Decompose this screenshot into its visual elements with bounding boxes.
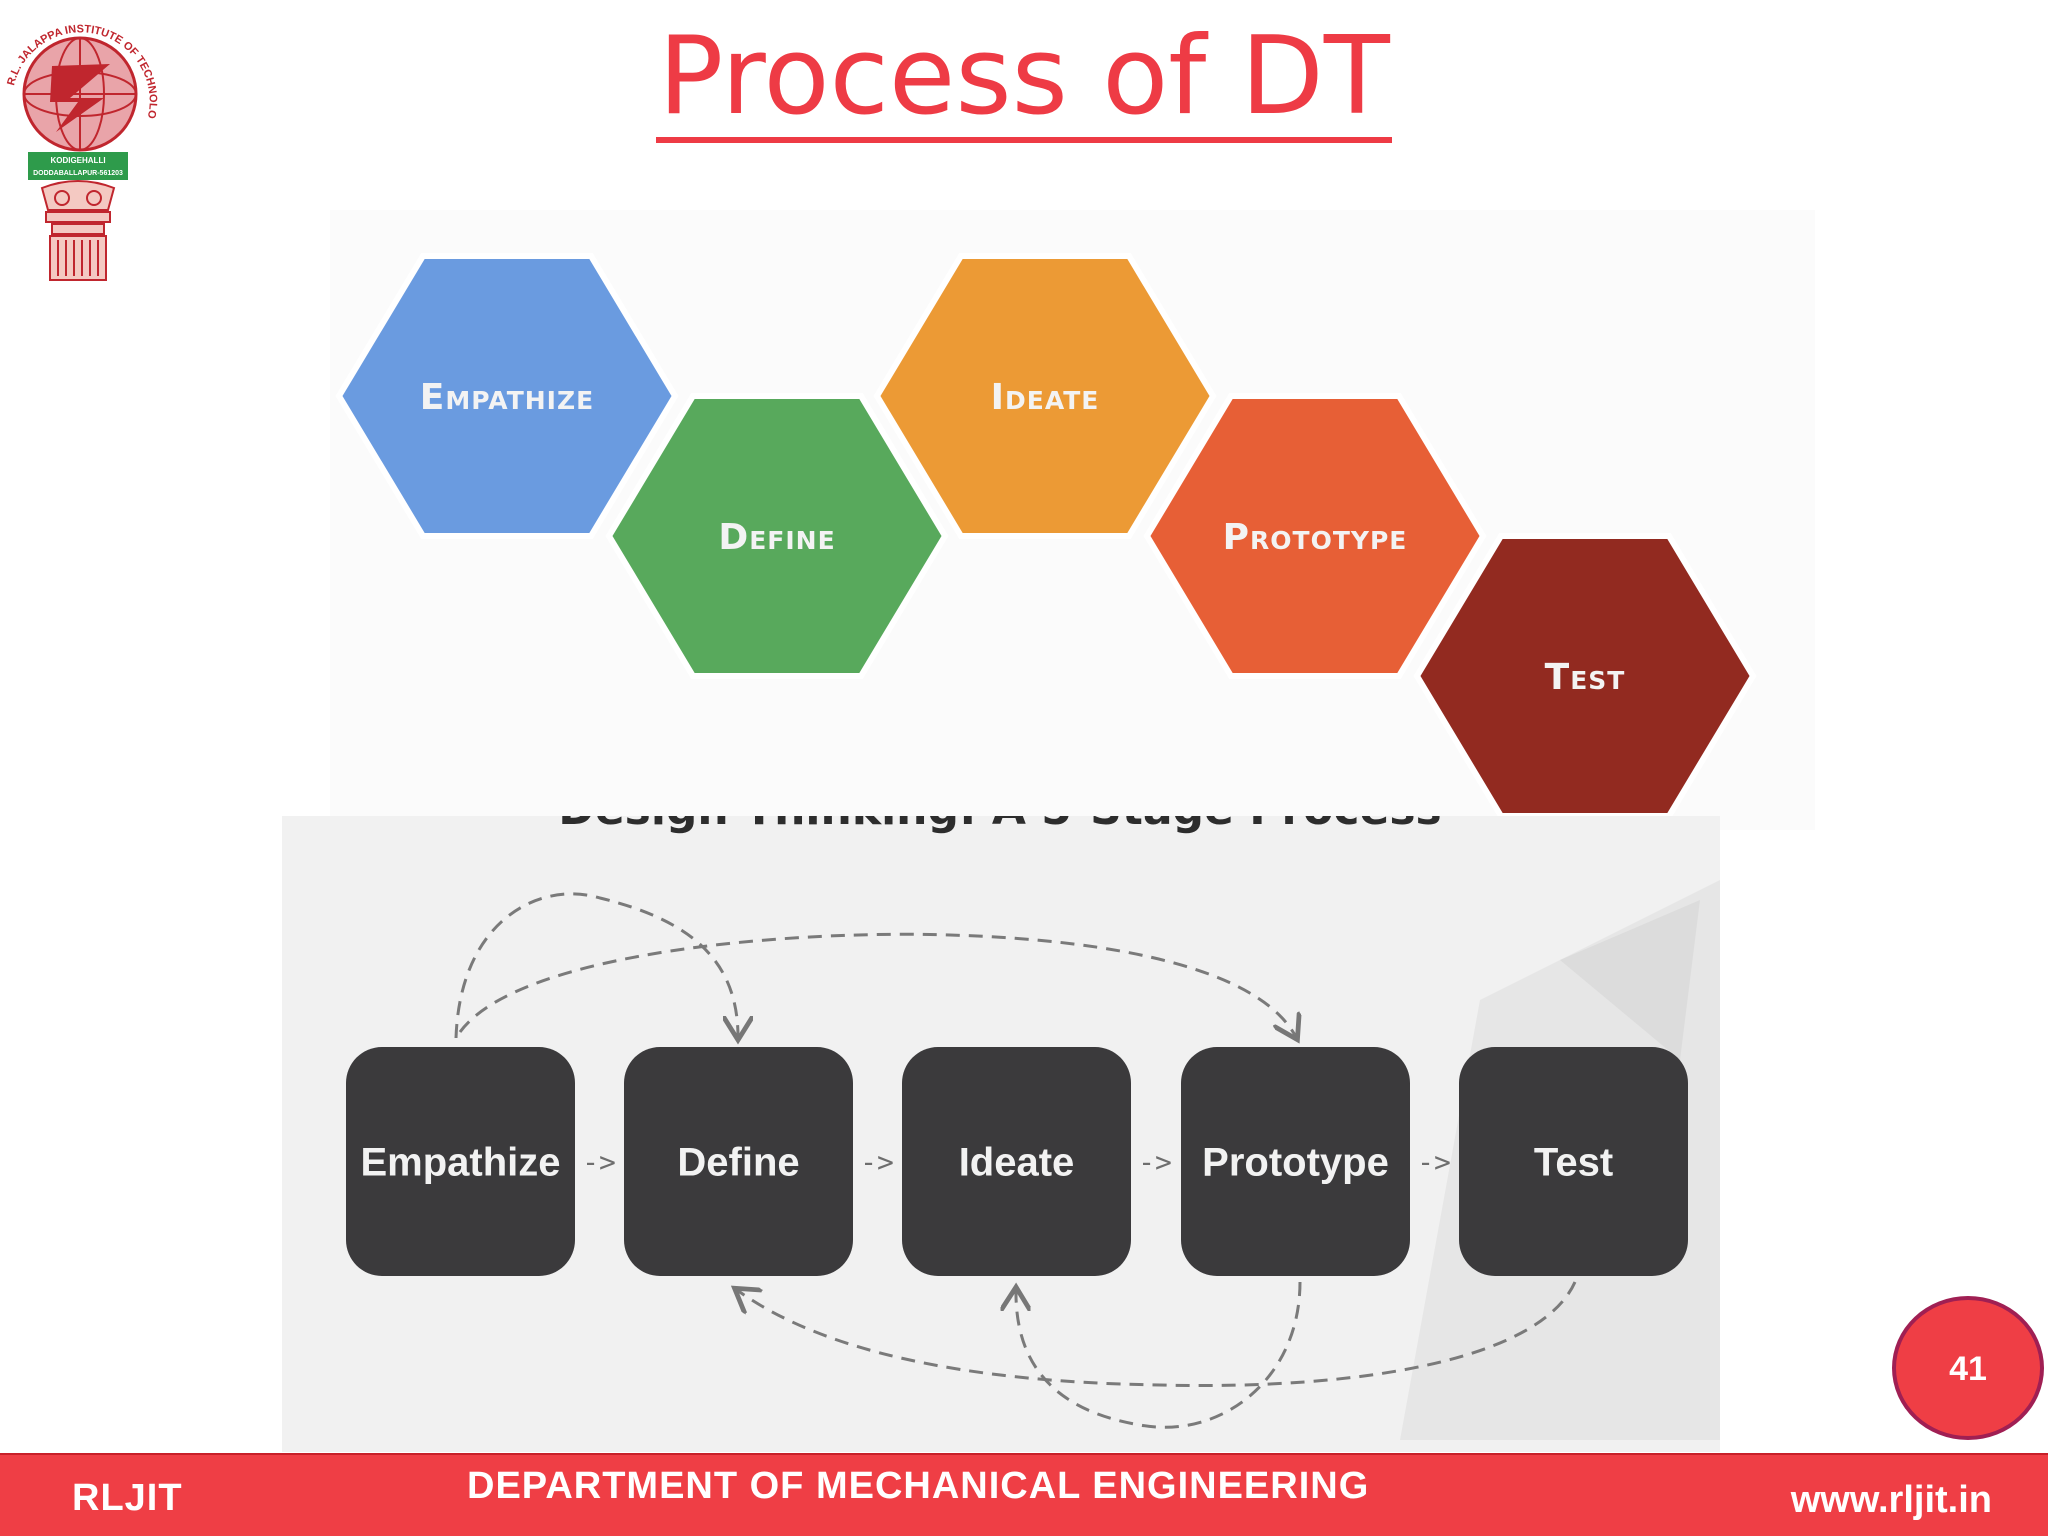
flow-diagram-panel	[282, 816, 1720, 1452]
footer-department: DEPARTMENT OF MECHANICAL ENGINEERING	[467, 1465, 1370, 1507]
footer-institute: RLJIT	[72, 1477, 183, 1519]
footer-website-link[interactable]: www.rljit.in	[1790, 1479, 1992, 1521]
slide-title: Process of DT	[656, 17, 1392, 143]
institute-logo: R.L. JALAPPA INSTITUTE OF TECHNOLOGY KOD…	[0, 6, 159, 281]
slide-title-wrap: Process of DT	[0, 17, 2048, 143]
hexagon-image-panel	[330, 210, 1815, 830]
logo-banner-line1: KODIGEHALLI	[50, 156, 105, 165]
logo-banner-line2: DODDABALLAPUR-561203	[33, 170, 123, 177]
page-number-badge: 41	[1892, 1296, 2044, 1440]
footer-bar: RLJIT DEPARTMENT OF MECHANICAL ENGINEERI…	[0, 1453, 2048, 1536]
page-number: 41	[1949, 1350, 1987, 1388]
